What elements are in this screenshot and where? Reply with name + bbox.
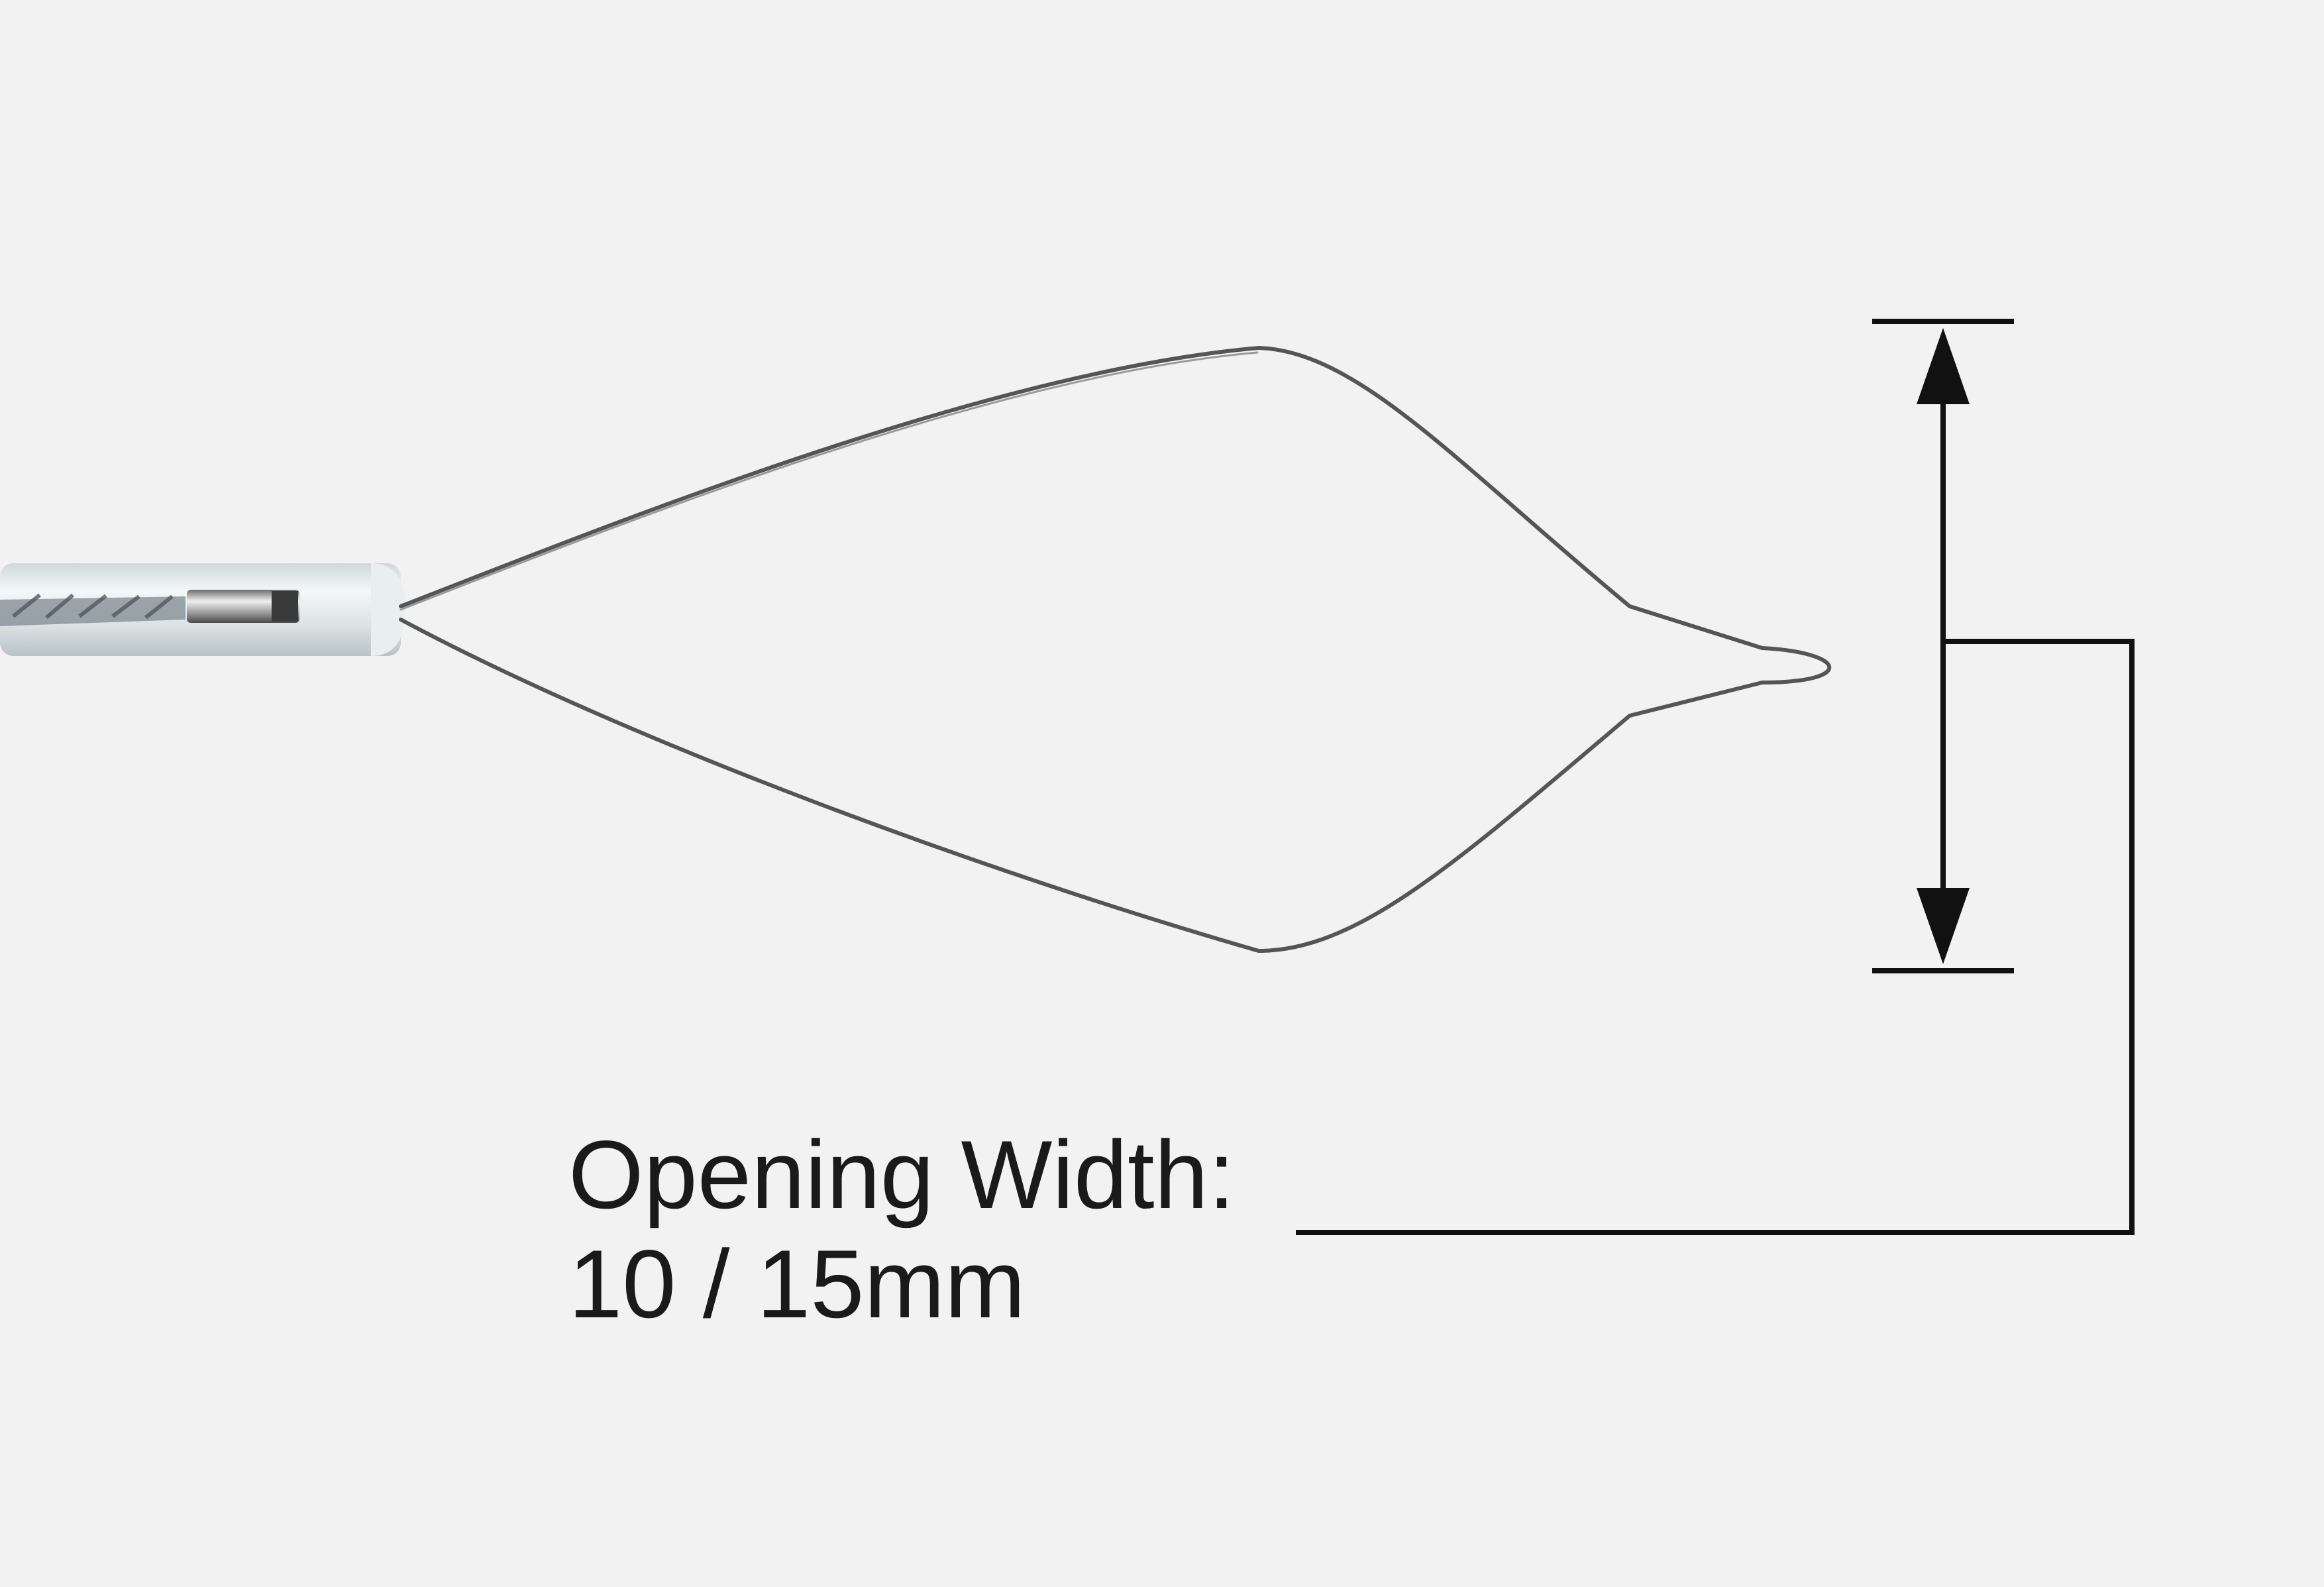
dimension-bracket <box>1296 319 2135 1235</box>
label-line-2: 10 / 15mm <box>568 1230 1026 1338</box>
down-arrowhead-icon <box>1917 888 1970 964</box>
label-line-1: Opening Width: <box>568 1121 1236 1229</box>
snare-wire-loop <box>399 346 1832 953</box>
opening-width-label: Opening Width: 10 / 15mm <box>568 1120 1235 1339</box>
dimension-arrows-icon <box>1917 328 1970 964</box>
up-arrowhead-icon <box>1917 328 1970 404</box>
leader-line <box>1296 639 2135 1235</box>
catheter-sheath <box>0 563 405 656</box>
